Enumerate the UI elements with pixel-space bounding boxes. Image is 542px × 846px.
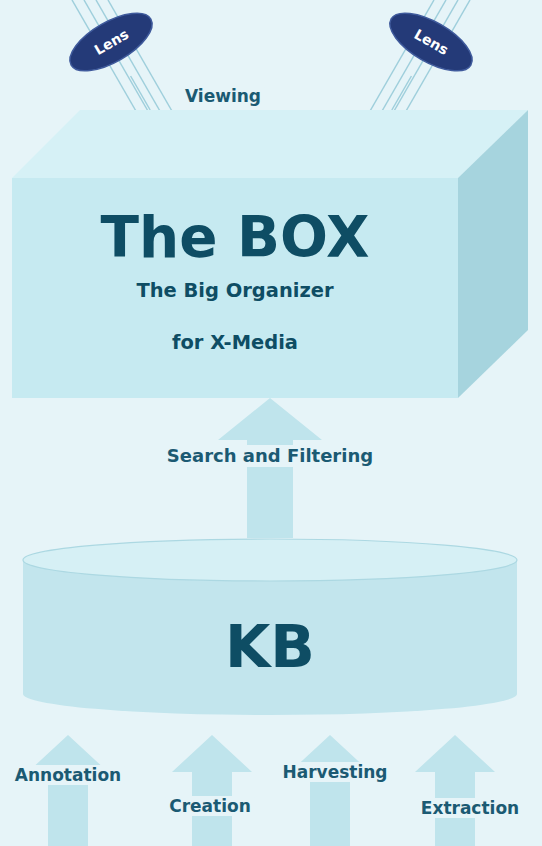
box-title: The BOX — [12, 206, 458, 271]
input-arrows — [28, 735, 495, 846]
lens-text-holder: Lens — [56, 8, 166, 76]
box-top-face — [12, 110, 528, 178]
lens-ellipse: Lens — [376, 8, 486, 76]
lens-shape — [61, 8, 161, 76]
block-arrow — [218, 398, 322, 538]
input-label: Harvesting — [278, 762, 391, 782]
box-subtitle: The Big Organizer — [12, 280, 458, 302]
box-side-face — [458, 110, 528, 398]
block-arrow — [415, 735, 495, 846]
input-label: Annotation — [11, 765, 125, 785]
box-3d: The BOX The Big Organizer for X-Media — [12, 110, 528, 398]
input-label: Creation — [165, 796, 255, 816]
edge-label: Search and Filtering — [163, 445, 377, 467]
viewing-label: Viewing — [181, 86, 265, 106]
block-arrow — [290, 735, 370, 846]
database-label: KB — [22, 614, 518, 681]
lens-shape — [381, 8, 481, 76]
database-cylinder: KB — [22, 538, 518, 716]
lens-text-holder: Lens — [376, 8, 486, 76]
cylinder-top — [23, 539, 517, 581]
lens-ellipse: Lens — [56, 8, 166, 76]
viewing-ray — [131, 76, 151, 110]
input-label: Extraction — [417, 798, 523, 818]
lens-label: Lens — [91, 26, 131, 58]
block-arrow — [28, 735, 108, 846]
lens-label: Lens — [411, 26, 451, 58]
viewing-ray — [392, 76, 412, 110]
block-arrow — [172, 735, 252, 846]
box-subtitle: for X-Media — [12, 332, 458, 354]
box-front-face — [12, 178, 458, 398]
